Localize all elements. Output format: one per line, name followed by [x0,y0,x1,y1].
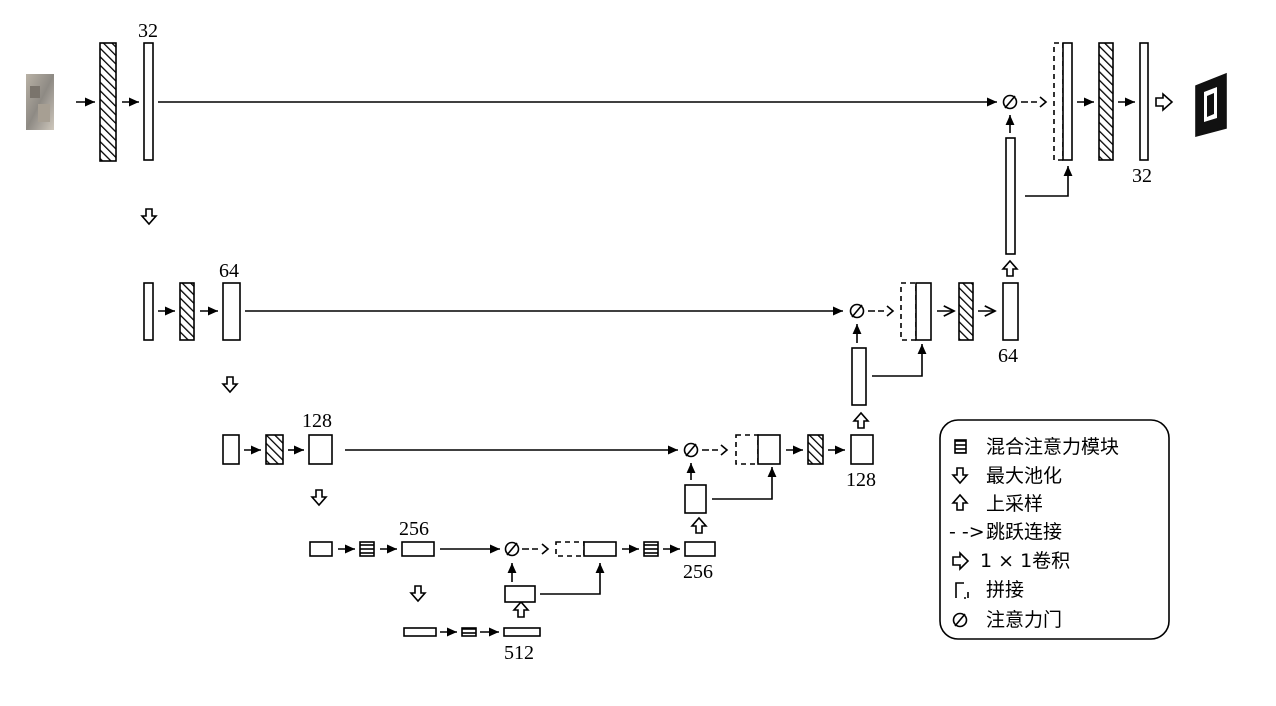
down-hollow-arrow-icon [140,208,158,226]
attention-gate-l3 [683,442,699,458]
gating-signal-l1 [1005,137,1016,255]
feature-map-l3-in [222,434,240,465]
skip-arrowhead-l2 [886,305,895,317]
feature-map-l2-upsampled [915,282,932,341]
input-image [26,74,54,130]
feature-map-l2-in [143,282,154,341]
output-image [1195,72,1227,138]
legend-skip-connection: 跳跃连接 [986,521,1062,543]
legend-mixed-attention-block: 混合注意力模块 [986,436,1119,458]
mixed-attention-block-l3 [265,434,284,465]
feature-map-l2 [222,282,241,341]
skip-arrowhead-l4 [541,543,550,555]
legend-upsampling: 上采样 [986,493,1043,515]
channel-label-l4-dec: 256 [683,561,713,583]
concat-bracket-l3 [735,434,759,465]
concat-arrow-l2 [872,344,927,377]
legend-concatenation: 拼接 [986,579,1024,601]
gating-signal-l3 [684,484,707,514]
up-hollow-arrow-icon [512,600,530,618]
up-hollow-arrow-icon [1001,259,1019,277]
up-hollow-arrow-icon [852,411,870,429]
feature-map-l1 [143,42,154,161]
up-hollow-arrow-icon [951,493,969,511]
channel-label-l4-enc: 256 [399,518,429,540]
legend-box [939,419,1170,640]
feature-map-l4-in [309,541,333,557]
concat-arrow-l3 [712,467,777,500]
skip-arrowhead-l1 [1039,96,1048,108]
legend-max-pooling: 最大池化 [986,465,1062,487]
feature-map-l3 [308,434,333,465]
mixed-attention-block-l2-dec [958,282,974,341]
feature-map-l3-dec [850,434,874,465]
right-hollow-arrow-icon [952,551,970,571]
concat-bracket-l1 [1053,42,1064,161]
down-hollow-arrow-icon [951,467,969,485]
mixed-attention-block-l1-dec [1098,42,1114,161]
concat-bracket-l4 [555,541,585,557]
concat-bracket-l2 [900,282,917,341]
feature-map-l4-upsampled [583,541,617,557]
channel-label-l2-enc: 64 [219,260,239,282]
circle-slash-icon [952,612,968,628]
legend: 混合注意力模块 最大池化 上采样 - -> 跳跃连接 1 × 1卷积 拼接 注意… [949,436,1119,631]
attention-gate-l4 [504,541,520,557]
feature-map-l4-dec [684,541,716,557]
mixed-attention-block-l1 [99,42,117,162]
legend-conv-1x1: 1 × 1卷积 [980,550,1070,572]
concat-arrow-l4 [540,563,605,595]
mixed-attention-block-l2 [179,282,195,341]
down-hollow-arrow-icon [310,489,328,507]
channel-label-l2-dec: 64 [998,345,1018,367]
feature-map-l1-upsampled [1062,42,1073,161]
channel-label-l3-enc: 128 [302,410,332,432]
channel-label-bottleneck: 512 [504,642,534,664]
feature-map-bottleneck-in [403,627,437,637]
down-hollow-arrow-icon [409,585,427,603]
attention-gate-l1 [1002,94,1018,110]
feature-map-bottleneck [503,627,541,637]
mixed-attention-block-l4 [359,541,375,557]
feature-map-l3-upsampled [757,434,781,465]
right-hollow-arrow-icon [1155,92,1174,112]
channel-labels: 32 32 64 64 128 128 256 256 512 [138,20,1152,664]
down-hollow-arrow-icon [221,376,239,394]
gating-signal-l4 [504,585,536,603]
gating-signal-l2 [851,347,867,406]
feature-map-l2-dec [1002,282,1019,341]
mixed-attention-block-l3-dec [807,434,824,465]
channel-label-l1-enc: 32 [138,20,158,42]
bracket-icon [955,582,969,599]
feature-map-l4 [401,541,435,557]
legend-attention-gate: 注意力门 [986,609,1062,631]
skip-arrowhead-l3 [720,444,729,456]
mixed-attention-block-bottleneck [461,627,477,637]
channel-label-l1-dec: 32 [1132,165,1152,187]
channel-label-l3-dec: 128 [846,469,876,491]
up-hollow-arrow-icon [690,516,708,534]
mixed-attention-block-l4-dec [643,541,659,557]
hatched-rect-icon [954,439,967,454]
feature-map-l1-dec [1139,42,1149,161]
legend-skip-symbol: - -> [949,521,985,543]
attention-gate-l2 [849,303,865,319]
concat-arrow-l1 [1025,166,1073,197]
